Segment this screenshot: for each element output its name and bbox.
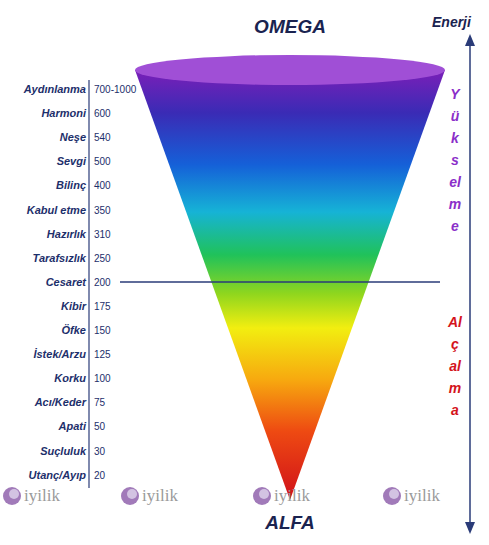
level-value: 310 <box>94 229 111 241</box>
level-name: Kibir <box>0 300 86 313</box>
level-name: Cesaret <box>0 276 86 289</box>
level-name: Öfke <box>0 324 86 337</box>
cone-body <box>135 70 445 500</box>
watermark-icon <box>3 487 401 505</box>
energy-axis <box>469 40 471 528</box>
level-name: Suçluluk <box>0 445 86 458</box>
level-name: Korku <box>0 372 86 385</box>
axis-label: Enerji <box>432 14 471 30</box>
falling-label: Alçalma <box>448 312 462 422</box>
arrow-down <box>465 522 475 534</box>
level-value: 50 <box>94 421 105 433</box>
level-name: Apati <box>0 420 86 433</box>
level-name: Sevgi <box>0 155 86 168</box>
watermark: iyilik <box>24 486 60 506</box>
level-value: 30 <box>94 446 105 458</box>
threshold-line <box>120 281 440 283</box>
level-name: İstek/Arzu <box>0 348 86 361</box>
level-value: 600 <box>94 108 111 120</box>
watermark: iyilik <box>404 486 440 506</box>
level-value: 75 <box>94 397 105 409</box>
level-name: Tarafsızlık <box>0 252 86 265</box>
level-name: Neşe <box>0 131 86 144</box>
level-value: 175 <box>94 301 111 313</box>
level-name: Hazırlık <box>0 228 86 241</box>
level-name: Aydınlanma <box>0 83 86 96</box>
cone-bottom-label: ALFA <box>190 512 390 534</box>
level-value: 350 <box>94 205 111 217</box>
level-value: 400 <box>94 180 111 192</box>
scale-bar <box>88 80 89 488</box>
level-value: 250 <box>94 253 111 265</box>
rising-label: Yükselme <box>448 84 462 238</box>
level-name: Utanç/Ayıp <box>0 469 86 482</box>
level-value: 700-1000 <box>94 84 136 96</box>
cone-top <box>135 55 445 85</box>
level-name: Kabul etme <box>0 204 86 217</box>
watermark: iyilik <box>274 486 310 506</box>
level-value: 150 <box>94 325 111 337</box>
level-value: 125 <box>94 349 111 361</box>
level-value: 100 <box>94 373 111 385</box>
level-value: 540 <box>94 132 111 144</box>
level-value: 500 <box>94 156 111 168</box>
level-value: 200 <box>94 277 111 289</box>
level-name: Harmoni <box>0 107 86 120</box>
level-name: Acı/Keder <box>0 396 86 409</box>
cone-top-label: OMEGA <box>190 16 390 38</box>
level-value: 20 <box>94 470 105 482</box>
level-name: Bilinç <box>0 179 86 192</box>
watermark: iyilik <box>142 486 178 506</box>
arrow-up <box>465 34 475 46</box>
